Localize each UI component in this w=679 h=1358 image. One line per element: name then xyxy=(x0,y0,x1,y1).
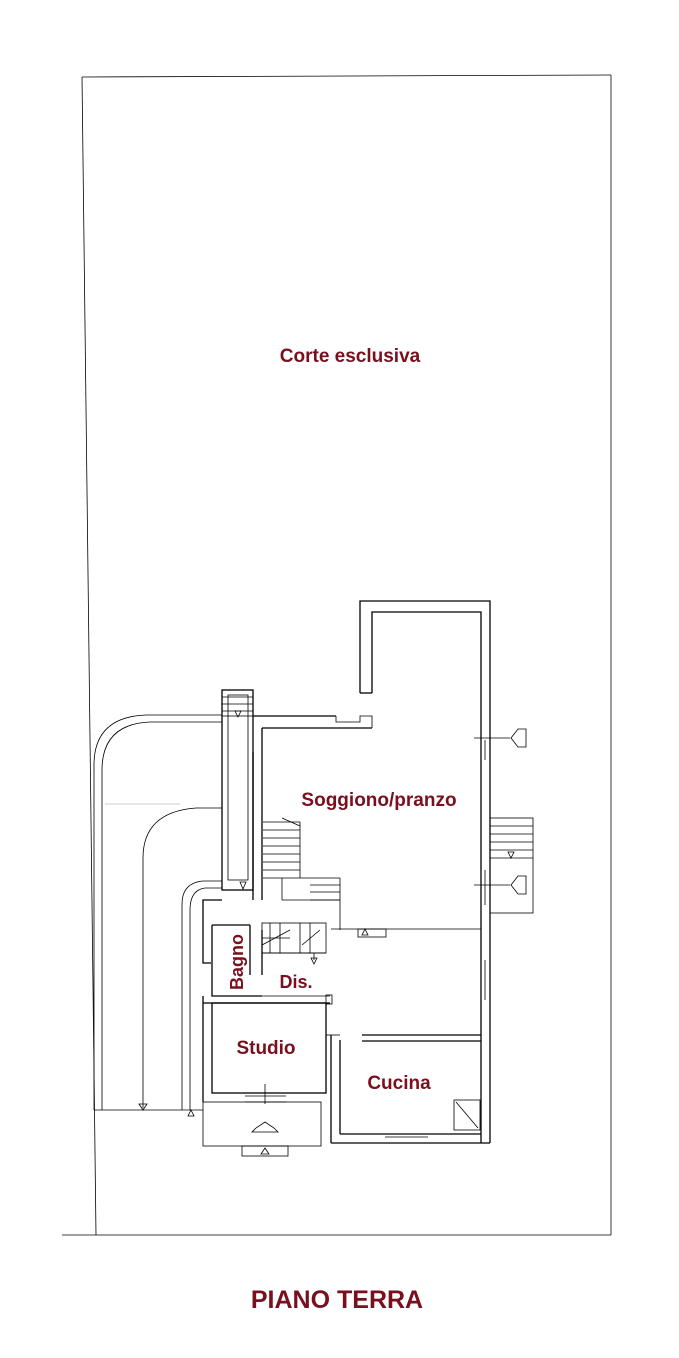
label-studio: Studio xyxy=(236,1038,295,1059)
plan-title: PIANO TERRA xyxy=(251,1286,423,1314)
label-corte-esclusiva: Corte esclusiva xyxy=(280,346,421,367)
lot-boundary xyxy=(62,74,612,1236)
label-cucina: Cucina xyxy=(367,1073,431,1094)
south-porch xyxy=(202,1084,322,1157)
driveway-path xyxy=(93,714,222,1117)
house-walls xyxy=(221,600,491,1144)
east-entrance xyxy=(474,728,534,914)
label-dis: Dis. xyxy=(279,972,312,992)
bathroom-walls xyxy=(202,899,333,1102)
staircase xyxy=(261,817,341,965)
studio-walls xyxy=(211,1002,481,1143)
label-bagno: Bagno xyxy=(227,934,247,990)
label-soggiorno-pranzo: Soggiono/pranzo xyxy=(301,790,456,811)
